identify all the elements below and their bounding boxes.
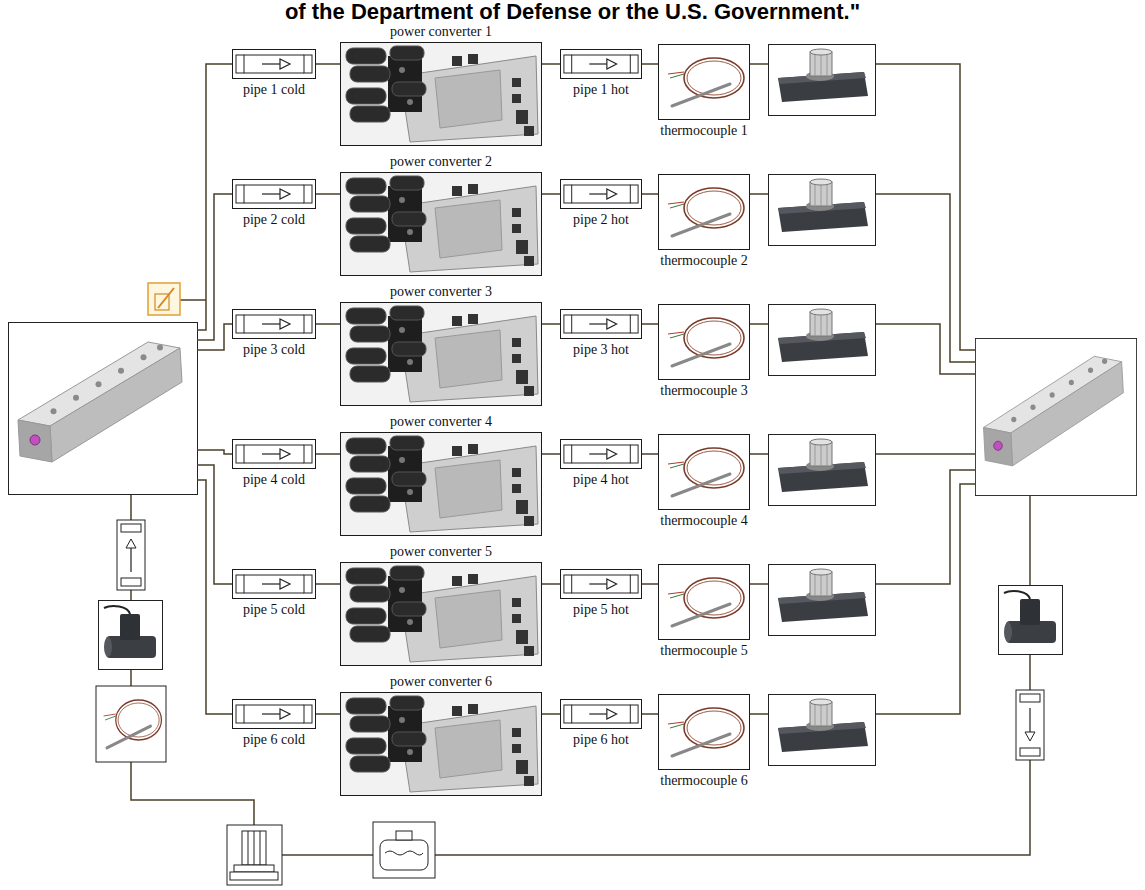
power-converter-box: power converter 4 [340, 432, 542, 536]
pipe-connector [642, 193, 658, 195]
flow-sensor [99, 601, 163, 670]
node-label: thermocouple 2 [660, 253, 747, 269]
pump-symbol [227, 825, 282, 885]
pipe-cold-box: pipe 5 cold [232, 569, 316, 599]
pipe-connector [542, 453, 560, 455]
node-label: power converter 6 [390, 674, 492, 690]
node-label: pipe 3 cold [243, 342, 305, 358]
thermocouple-box: thermocouple 2 [658, 174, 750, 250]
node-label: pipe 2 cold [243, 212, 305, 228]
node-label: pipe 4 hot [573, 472, 629, 488]
inlet-manifold [9, 323, 198, 495]
pipe-cold-box: pipe 3 cold [232, 309, 316, 339]
node-label: thermocouple 4 [660, 513, 747, 529]
thermocouple-box: thermocouple 3 [658, 304, 750, 380]
pipe-cold-box: pipe 1 cold [232, 49, 316, 79]
pipe-connector [542, 583, 560, 585]
flow-sensor [999, 586, 1063, 655]
flow-meter-down [1016, 690, 1044, 760]
outlet-manifold [975, 338, 1136, 495]
node-label: thermocouple 3 [660, 383, 747, 399]
pipe-connector [542, 713, 560, 715]
power-converter-box: power converter 6 [340, 692, 542, 796]
pipe-connector [316, 323, 340, 325]
flow-meter-up [117, 520, 145, 590]
node-label: power converter 2 [390, 154, 492, 170]
node-label: pipe 5 hot [573, 602, 629, 618]
power-converter-box: power converter 1 [340, 42, 542, 146]
pipe-connector [542, 63, 560, 65]
pipe-connector [316, 193, 340, 195]
thermocouple-box: thermocouple 1 [658, 44, 750, 120]
row-parts [236, 692, 876, 796]
node-label: pipe 6 hot [573, 732, 629, 748]
thermocouple-box: thermocouple 6 [658, 694, 750, 770]
node-label: power converter 4 [390, 414, 492, 430]
pressure-gauge-icon [148, 283, 180, 315]
pipe-connector [316, 713, 340, 715]
thermocouple-box: thermocouple 5 [658, 564, 750, 640]
node-label: thermocouple 5 [660, 643, 747, 659]
pipe-hot-box: pipe 1 hot [560, 49, 642, 79]
pipe-connector [642, 583, 658, 585]
outlet-pipework [876, 64, 975, 714]
power-converter-box: power converter 5 [340, 562, 542, 666]
node-label: power converter 5 [390, 544, 492, 560]
node-label: pipe 6 cold [243, 732, 305, 748]
node-label: thermocouple 1 [660, 123, 747, 139]
row-parts [236, 172, 876, 276]
pipe-connector [542, 323, 560, 325]
pipe-connector [316, 583, 340, 585]
pipe-hot-box: pipe 4 hot [560, 439, 642, 469]
row-parts [236, 562, 876, 666]
row-parts [236, 302, 876, 406]
node-label: pipe 2 hot [573, 212, 629, 228]
node-label: pipe 4 cold [243, 472, 305, 488]
loop-pipework [131, 495, 1030, 855]
row-parts [236, 42, 876, 146]
node-label: power converter 3 [390, 284, 492, 300]
pipe-cold-box: pipe 2 cold [232, 179, 316, 209]
thermocouple-box: thermocouple 4 [658, 434, 750, 510]
inlet-thermocouple [96, 686, 166, 762]
node-label: pipe 3 hot [573, 342, 629, 358]
power-converter-box: power converter 3 [340, 302, 542, 406]
inlet-pipework [180, 64, 232, 714]
pipe-connector [642, 713, 658, 715]
pipe-connector [642, 453, 658, 455]
pipe-cold-box: pipe 4 cold [232, 439, 316, 469]
pipe-hot-box: pipe 5 hot [560, 569, 642, 599]
node-label: pipe 1 cold [243, 82, 305, 98]
node-label: power converter 1 [390, 24, 492, 40]
pipe-connector [316, 453, 340, 455]
header-text: of the Department of Defense or the U.S.… [0, 0, 1145, 24]
pipe-connector [642, 63, 658, 65]
power-converter-box: power converter 2 [340, 172, 542, 276]
pipe-connector [316, 63, 340, 65]
node-label: pipe 5 cold [243, 602, 305, 618]
pipe-connector [542, 193, 560, 195]
pipe-hot-box: pipe 6 hot [560, 699, 642, 729]
pipe-hot-box: pipe 3 hot [560, 309, 642, 339]
pipe-connector [642, 323, 658, 325]
row-parts [236, 432, 876, 536]
tank-symbol [373, 822, 435, 878]
node-label: thermocouple 6 [660, 773, 747, 789]
pipe-hot-box: pipe 2 hot [560, 179, 642, 209]
node-label: pipe 1 hot [573, 82, 629, 98]
pipe-cold-box: pipe 6 cold [232, 699, 316, 729]
